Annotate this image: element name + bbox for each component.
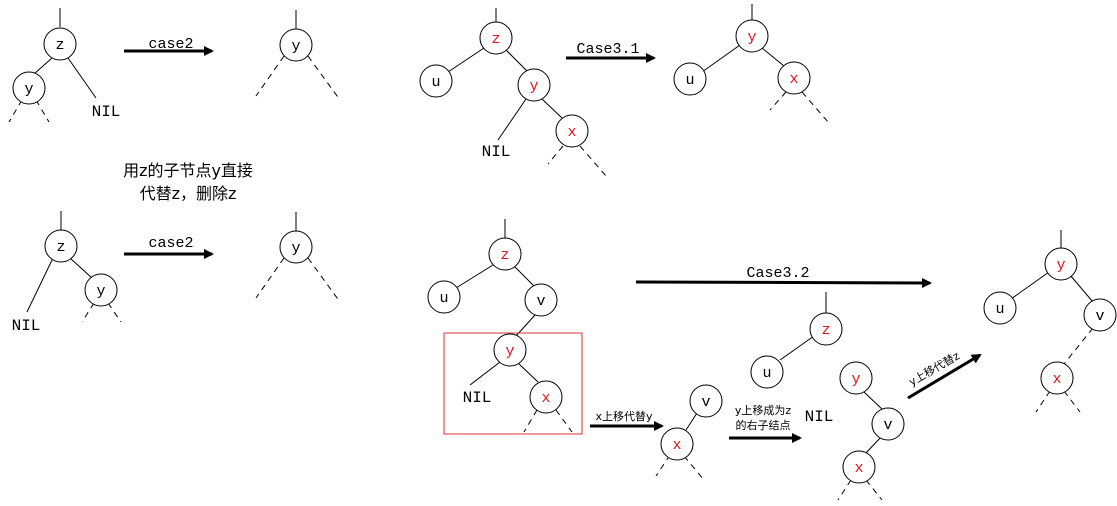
- node-x: [1040, 361, 1074, 395]
- node-u: [427, 280, 461, 314]
- panel-case2-right-child: z y NIL case2 y: [12, 211, 341, 335]
- node-u: [750, 355, 784, 389]
- node-z-label: z: [491, 31, 500, 48]
- node-x: [777, 61, 811, 95]
- node-x: [660, 427, 694, 461]
- node-v-label: v: [1095, 308, 1104, 325]
- node-y-label: y: [747, 29, 756, 46]
- nil-label: NIL: [92, 103, 121, 121]
- node-z: [488, 237, 522, 271]
- nil-label: NIL: [463, 389, 492, 407]
- node-z-label: z: [56, 239, 65, 256]
- node-z-label: z: [55, 37, 64, 54]
- node-u: [419, 64, 453, 98]
- case3-2-arrow: [635, 277, 932, 288]
- nil-label: NIL: [805, 408, 834, 426]
- node-z-label: z: [821, 322, 830, 339]
- node-x-label: x: [1052, 371, 1061, 388]
- highlight-box: [443, 332, 583, 435]
- node-x-label: x: [541, 390, 550, 407]
- panel-case2-left-child: z y NIL case2 y: [8, 8, 341, 123]
- case2-label: case2: [148, 36, 193, 53]
- node-z: [43, 27, 77, 61]
- nil-label: NIL: [12, 317, 41, 335]
- node-v-label: v: [883, 417, 892, 434]
- node-z: [809, 312, 843, 346]
- node-y-label: y: [505, 343, 514, 360]
- node-x: [529, 380, 563, 414]
- node-y: [12, 71, 46, 105]
- node-u-label: u: [685, 72, 694, 89]
- node-y-label: y: [851, 371, 860, 388]
- node-z-label: z: [500, 247, 509, 264]
- node-y: [493, 333, 527, 367]
- node-y: [279, 230, 313, 264]
- node-v: [689, 384, 723, 418]
- node-y: [1044, 247, 1078, 281]
- caption-line1: 用z的子节点y直接: [123, 161, 253, 180]
- node-y-label: y: [291, 240, 300, 257]
- node-v: [1083, 298, 1117, 332]
- y-move-label-line1: y上移成为z: [735, 404, 792, 417]
- node-u-label: u: [762, 365, 771, 382]
- node-u: [673, 62, 707, 96]
- node-v: [871, 407, 905, 441]
- node-y-label: y: [291, 38, 300, 55]
- node-y-label: y: [529, 78, 538, 95]
- node-y-label: y: [96, 283, 105, 300]
- panel-case3-2: z u v y x NIL Case3.2 x上移代替y v x y上移成为z …: [427, 219, 1117, 501]
- node-y-label: y: [1056, 257, 1065, 274]
- case2-label: case2: [148, 235, 193, 252]
- case3-2-label: Case3.2: [746, 265, 809, 282]
- node-x-label: x: [567, 124, 576, 141]
- node-y: [839, 361, 873, 395]
- node-z: [479, 21, 513, 55]
- node-v-label: v: [536, 293, 545, 310]
- caption-line2: 代替z，删除z: [140, 184, 237, 203]
- nil-label: NIL: [482, 143, 511, 161]
- node-u-label: u: [439, 290, 448, 307]
- node-x-label: x: [854, 460, 863, 477]
- x-replace-y-label: x上移代替y: [595, 409, 653, 423]
- node-y-label: y: [24, 81, 33, 98]
- node-u: [983, 291, 1017, 325]
- node-z: [44, 229, 78, 263]
- node-x-label: x: [672, 437, 681, 454]
- node-u-label: u: [431, 74, 440, 91]
- case3-1-label: Case3.1: [576, 41, 639, 58]
- node-u-label: u: [995, 301, 1004, 318]
- node-y: [735, 19, 769, 53]
- node-v: [524, 283, 558, 317]
- node-x: [555, 114, 589, 148]
- node-v-label: v: [701, 394, 710, 411]
- node-x-label: x: [789, 71, 798, 88]
- node-x: [842, 450, 876, 484]
- node-y: [279, 28, 313, 62]
- node-y: [84, 273, 118, 307]
- y-replace-z-arrow: [907, 353, 982, 400]
- node-y: [517, 68, 551, 102]
- y-move-label-line2: 的右子结点: [736, 418, 791, 432]
- panel-case3-1: z u y x NIL Case3.1 y u x: [419, 4, 829, 177]
